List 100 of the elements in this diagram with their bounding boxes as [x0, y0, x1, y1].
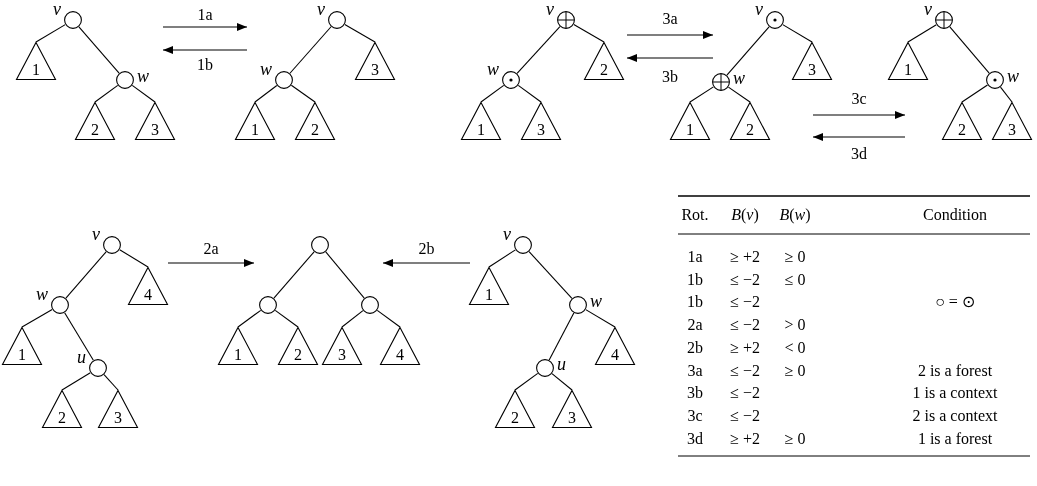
subtree-number: 2	[745, 122, 755, 138]
tree-edge	[516, 26, 561, 74]
rotation-label: 2b	[418, 240, 435, 258]
subtree-number: 1	[476, 122, 486, 138]
tree-edge	[103, 374, 119, 391]
table-cell: 1b	[687, 270, 703, 289]
table-cell: 1 is a forest	[917, 429, 993, 448]
table-cell: > 0	[784, 316, 806, 335]
circled-plus-node	[935, 11, 953, 29]
node-name-label: w	[137, 67, 149, 85]
node-name-label: w	[487, 60, 499, 78]
subtree-triangle	[2, 327, 42, 365]
table-cell: ≥ +2	[730, 429, 760, 448]
tree-edge	[585, 309, 616, 328]
tree-node-circle	[569, 296, 587, 314]
tree-node-circle	[64, 11, 82, 29]
node-name-label: w	[733, 69, 745, 87]
subtree-number: 2	[599, 62, 609, 78]
subtree-triangle	[495, 390, 535, 428]
tree-edge	[65, 251, 107, 299]
tree-edge	[237, 309, 262, 328]
subtree-triangle	[521, 102, 561, 140]
subtree-number: 1	[484, 287, 494, 303]
rotation-label: 3d	[851, 145, 867, 163]
node-name-label: v	[546, 0, 554, 18]
tree-node-circle	[361, 296, 379, 314]
column-header: B(v)	[731, 206, 759, 224]
subtree-number: 4	[143, 287, 153, 303]
subtree-triangle	[278, 327, 318, 365]
subtree-triangle	[42, 390, 82, 428]
tree-edge	[528, 251, 573, 299]
subtree-number: 2	[510, 410, 520, 426]
subtree-triangle	[295, 102, 335, 140]
subtree-triangle	[888, 42, 928, 80]
subtree-triangle	[322, 327, 362, 365]
tree-node-circle	[311, 236, 329, 254]
subtree-triangle	[355, 42, 395, 80]
rotation-label: 3b	[662, 68, 678, 86]
table-cell: 3d	[687, 429, 703, 448]
table-cell: ≤ −2	[730, 270, 760, 289]
subtree-triangle	[380, 327, 420, 365]
tree-node-circle	[89, 359, 107, 377]
tree-edge	[131, 84, 156, 103]
subtree-number: 3	[113, 410, 123, 426]
tree-edge	[21, 308, 53, 328]
subtree-triangle	[992, 102, 1032, 140]
tree-edge	[61, 372, 91, 391]
tree-edge	[488, 249, 516, 268]
rotation-label: 2a	[203, 240, 219, 258]
node-name-label: w	[36, 285, 48, 303]
subtree-number: 3	[567, 410, 577, 426]
subtree-number: 3	[337, 347, 347, 363]
tree-edge	[727, 86, 751, 103]
rotation-label: 3c	[851, 90, 867, 108]
subtree-number: 1	[685, 122, 695, 138]
circled-dot-node	[766, 11, 784, 29]
subtree-number: 1	[17, 347, 27, 363]
subtree-number: 1	[903, 62, 913, 78]
tree-edge	[254, 84, 278, 103]
table-cell: ○ = ⊙	[935, 293, 975, 312]
table-cell: 1b	[687, 293, 703, 312]
tree-edge	[344, 23, 376, 43]
subtree-number: 3	[807, 62, 817, 78]
subtree-triangle	[730, 102, 770, 140]
subtree-number: 4	[610, 347, 620, 363]
table-cell: 3c	[687, 406, 703, 425]
subtree-number: 1	[250, 122, 260, 138]
subtree-triangle	[469, 267, 509, 305]
subtree-triangle	[218, 327, 258, 365]
table-cell: ≤ −2	[730, 316, 760, 335]
tree-edge	[689, 86, 714, 103]
table-cell: ≤ −2	[730, 384, 760, 403]
subtree-triangle	[135, 102, 175, 140]
table-cell: 2 is a forest	[917, 361, 993, 380]
column-header: Condition	[923, 206, 987, 224]
tree-edge	[78, 26, 120, 74]
column-header: B(w)	[779, 206, 811, 224]
subtree-number: 4	[395, 347, 405, 363]
tree-edge	[64, 312, 94, 361]
table-cell: ≥ +2	[730, 338, 760, 357]
table-cell: ≤ −2	[730, 406, 760, 425]
node-name-label: v	[317, 0, 325, 18]
node-name-label: v	[53, 0, 61, 18]
node-name-label: w	[590, 292, 602, 310]
rotation-label: 1b	[197, 56, 213, 74]
tree-node-circle	[116, 71, 134, 89]
table-cell: < 0	[784, 338, 806, 357]
tree-node-circle	[536, 359, 554, 377]
rotation-label: 1a	[197, 6, 213, 24]
rotation-label: 3a	[662, 10, 678, 28]
tree-edge	[548, 312, 575, 361]
tree-edge	[94, 84, 119, 103]
table-cell: ≥ 0	[784, 248, 806, 266]
table-cell: 1 is a context	[912, 384, 998, 403]
subtree-number: 2	[310, 122, 320, 138]
tree-node-circle	[328, 11, 346, 29]
tree-edge	[907, 24, 937, 43]
subtree-triangle	[670, 102, 710, 140]
subtree-triangle	[584, 42, 624, 80]
tree-edge	[517, 84, 542, 103]
